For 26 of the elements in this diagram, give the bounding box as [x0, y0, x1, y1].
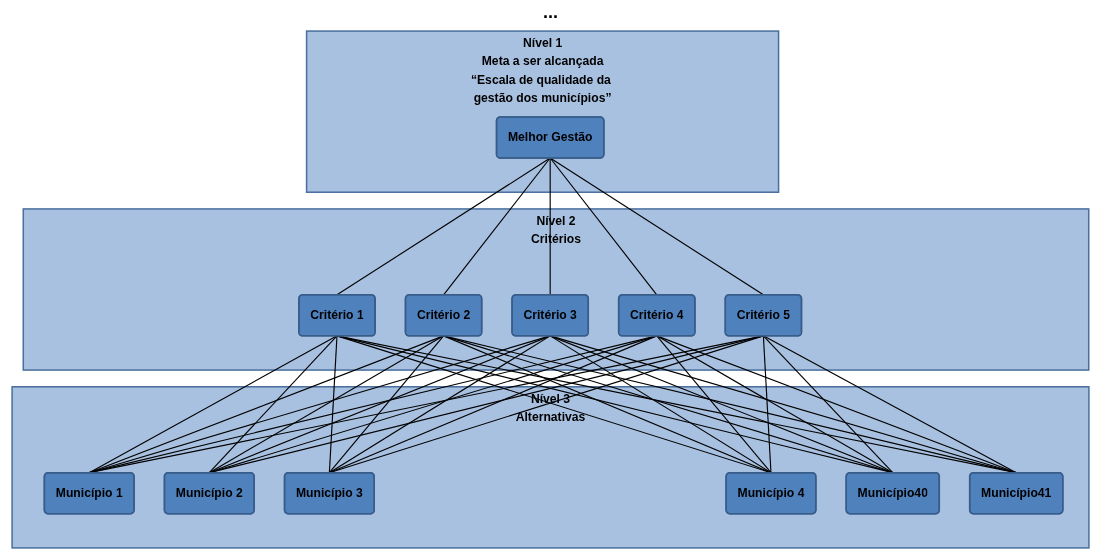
connector	[443, 335, 894, 474]
connector	[88, 335, 551, 474]
ellipsis-label: ...	[543, 2, 558, 22]
connector	[443, 157, 551, 296]
connector	[208, 335, 338, 474]
connector	[656, 335, 772, 474]
connector	[656, 335, 1017, 474]
connector	[208, 335, 551, 474]
connector	[549, 335, 894, 474]
connector	[762, 335, 772, 474]
connector	[328, 335, 551, 474]
connector	[762, 335, 1017, 474]
connector	[549, 157, 764, 296]
connector	[328, 335, 338, 474]
connector	[549, 157, 551, 296]
connector	[328, 335, 445, 474]
connector	[549, 157, 658, 296]
connector	[762, 335, 894, 474]
connector	[549, 335, 1017, 474]
connector	[656, 335, 894, 474]
connector	[88, 335, 445, 474]
connector	[443, 335, 1017, 474]
connector	[336, 157, 551, 296]
connector	[443, 335, 772, 474]
connector	[208, 335, 445, 474]
connector	[549, 335, 772, 474]
